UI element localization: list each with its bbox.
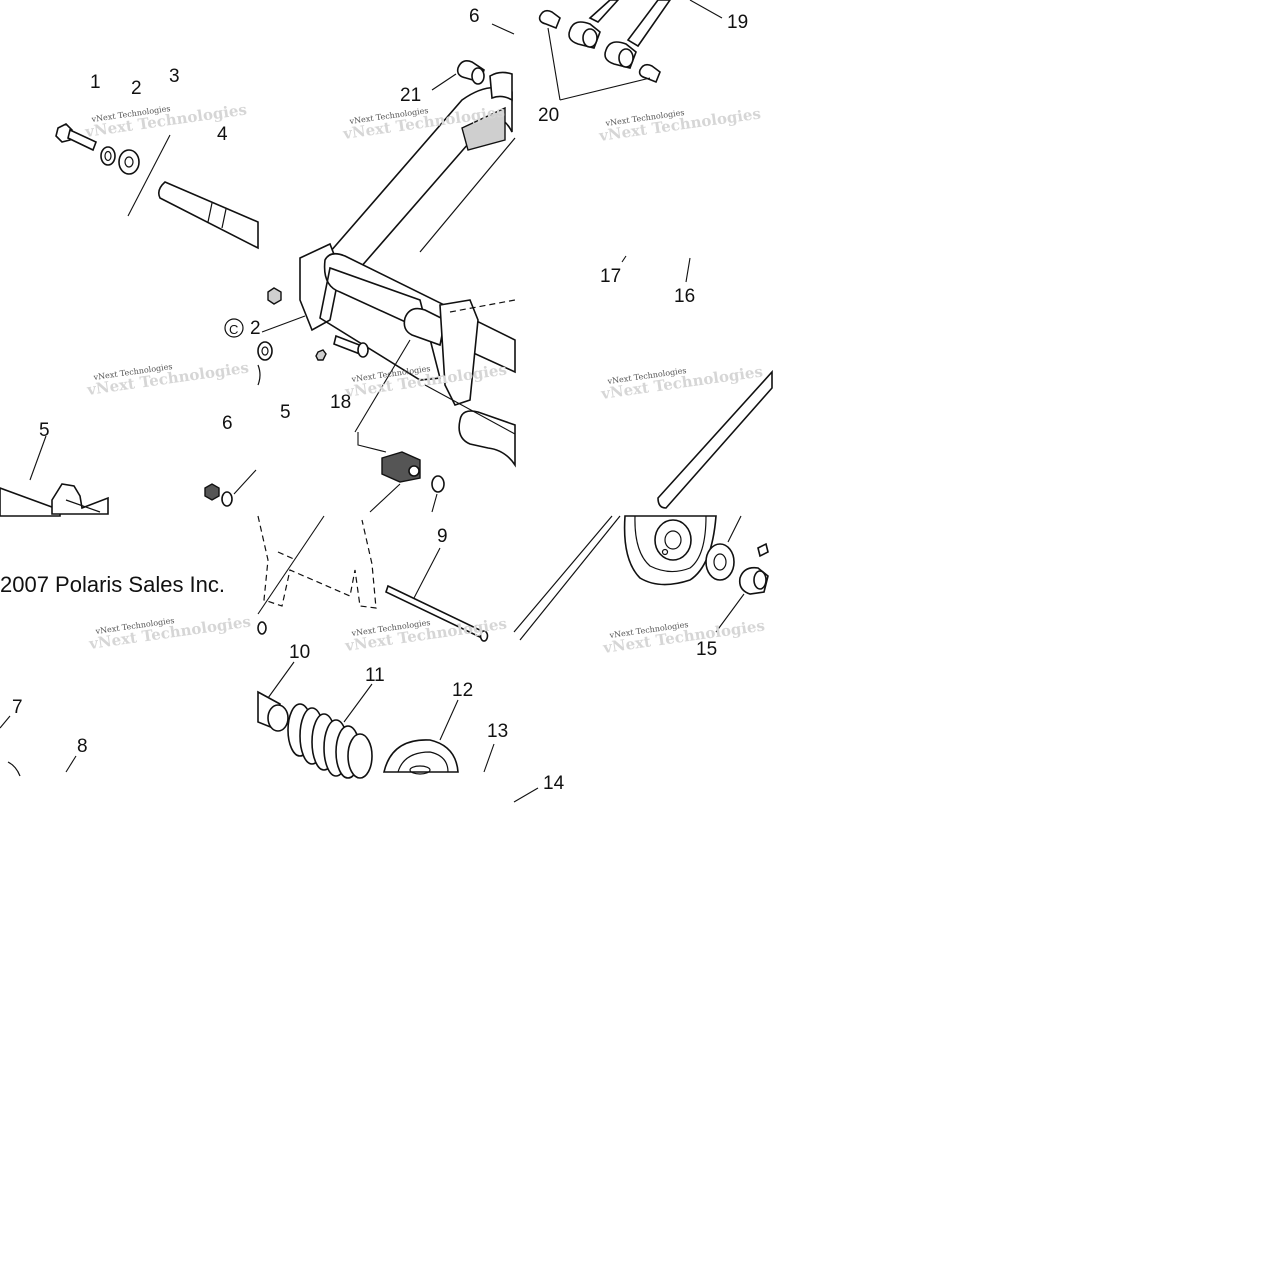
callout-2: 2 — [131, 78, 142, 99]
lock-washer-part-2 — [100, 146, 116, 166]
callout-21: 21 — [400, 85, 421, 106]
flat-washer-part-3 — [118, 149, 140, 175]
pin-part-18 — [315, 334, 369, 361]
nut-part-2-small — [261, 287, 306, 333]
callout-5-left: 5 — [39, 420, 50, 441]
callout-20: 20 — [538, 105, 559, 126]
callout-6-top: 6 — [469, 6, 480, 27]
shaft-part-4 — [158, 181, 259, 250]
callout-10: 10 — [289, 642, 310, 663]
callout-3: 3 — [169, 66, 180, 87]
copyright-c-glyph: C — [229, 322, 238, 337]
callout-18: 18 — [330, 392, 351, 413]
rail-part — [513, 369, 773, 641]
callout-8: 8 — [77, 736, 88, 757]
bushing-part-20-a — [538, 9, 561, 30]
callout-14: 14 — [543, 773, 565, 794]
cap-part-15 — [715, 542, 769, 633]
bushing-part-20-b — [638, 63, 661, 84]
dashed-component — [257, 515, 377, 635]
cross-shaft-assembly — [299, 242, 516, 468]
callout-15: 15 — [696, 639, 717, 660]
callout-17: 17 — [600, 266, 621, 287]
spacer-washer — [705, 515, 742, 581]
washer-part-right — [431, 475, 445, 513]
nut-part-6 — [204, 469, 257, 507]
copyright-text: 2007 Polaris Sales Inc. — [0, 572, 225, 597]
sleeve-part-10 — [257, 661, 295, 732]
callout-1: 1 — [90, 72, 101, 93]
callout-19: 19 — [727, 12, 748, 33]
bushing-part-21 — [456, 60, 485, 85]
copyright-circle — [224, 318, 244, 338]
bracket-part-5 — [0, 435, 109, 517]
bolt-part-1 — [55, 123, 98, 152]
pin-part-9 — [385, 547, 489, 642]
callout-13: 13 — [487, 721, 508, 742]
callout-12: 12 — [452, 680, 473, 701]
spring-part-11 — [287, 683, 373, 779]
block-part — [354, 339, 421, 513]
wheel-part-12 — [382, 699, 459, 775]
callout-6-mid: 6 — [222, 413, 233, 434]
callout-2-partial: 2 — [250, 318, 261, 339]
idler-wheel-part — [623, 515, 717, 586]
callout-9: 9 — [437, 526, 448, 547]
callout-16: 16 — [674, 286, 695, 307]
washer-left — [257, 341, 273, 361]
callout-7: 7 — [12, 697, 23, 718]
callout-11: 11 — [365, 665, 385, 686]
link-rod-part-19 — [568, 0, 671, 69]
rear-arm-frame — [328, 71, 516, 270]
callout-4: 4 — [217, 124, 228, 145]
callout-5-mid: 5 — [280, 402, 291, 423]
